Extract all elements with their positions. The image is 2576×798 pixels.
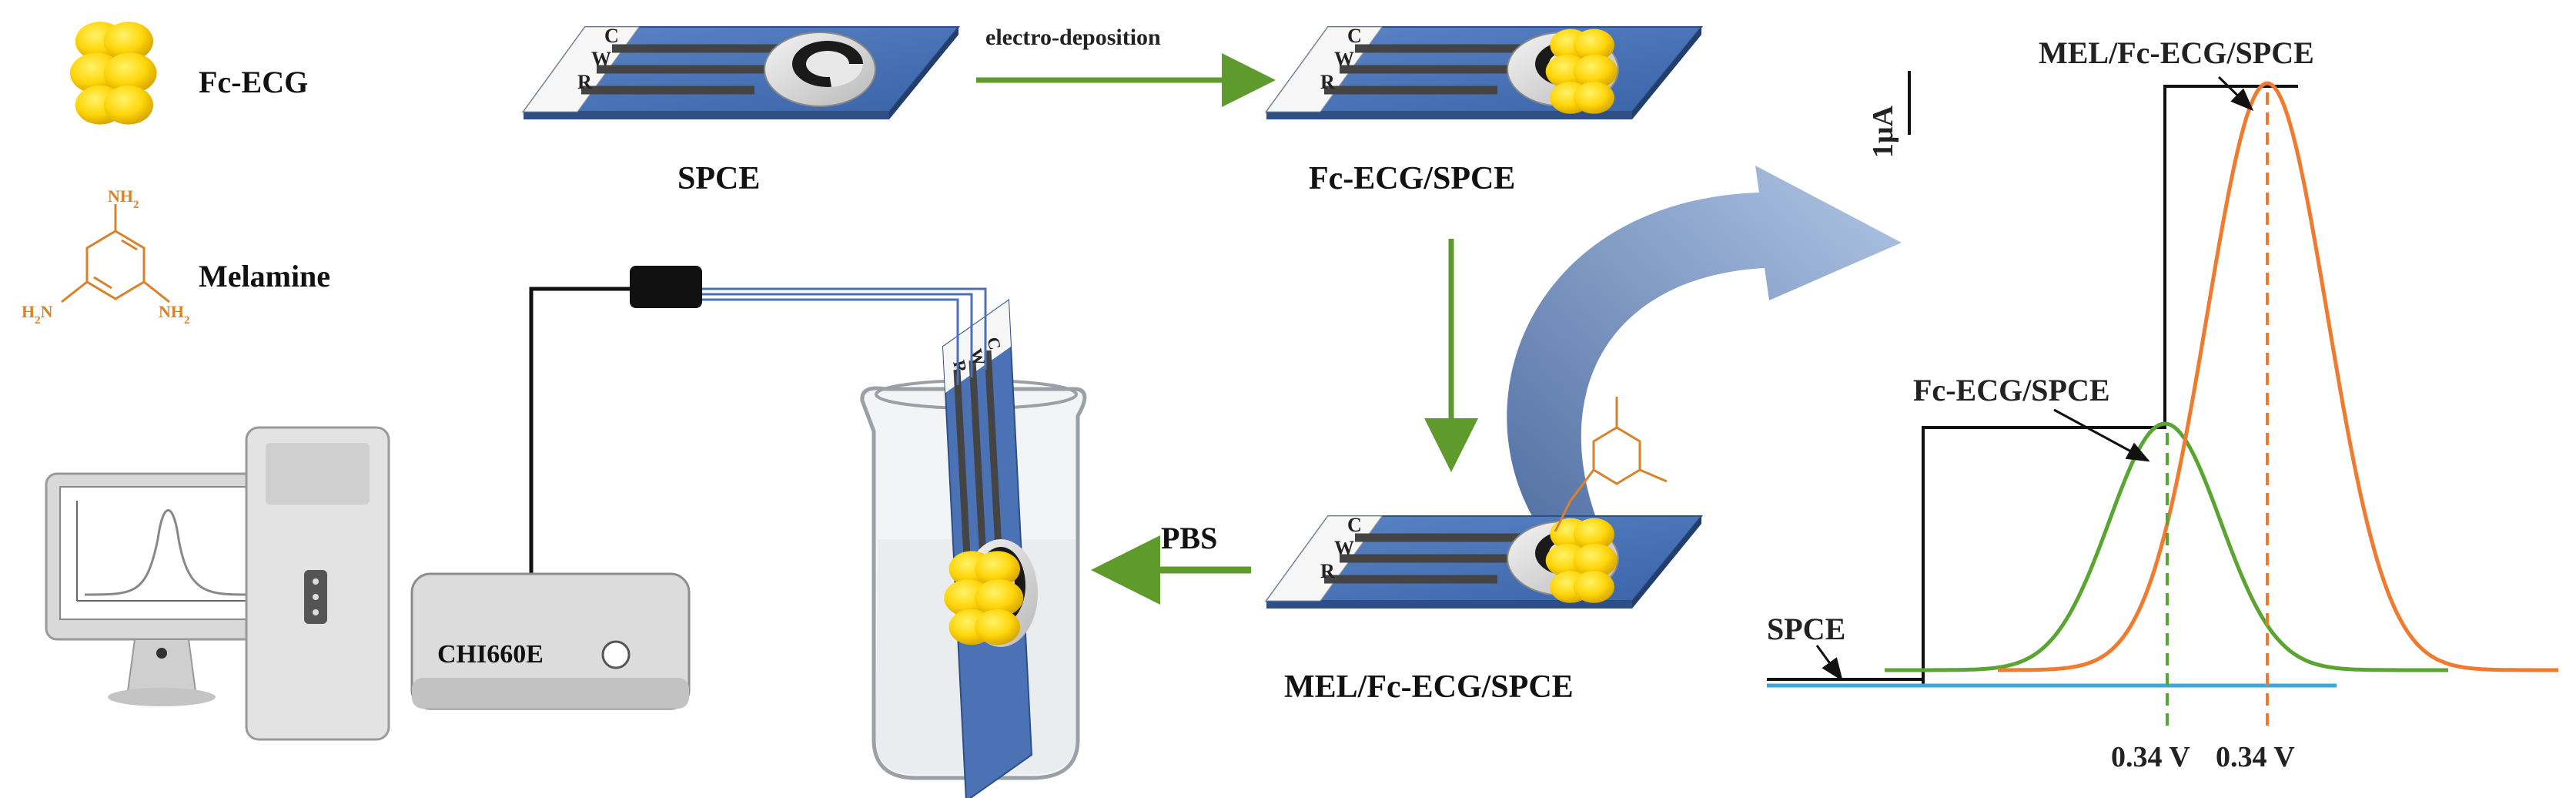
mel-label-pointer (2217, 75, 2254, 112)
power-button[interactable] (601, 640, 631, 669)
electrode-label-r: R (577, 71, 592, 93)
series-label-mel-fc-ecg-spce: MEL/Fc-ECG/SPCE (2039, 35, 2314, 70)
electrode-label-c: C (1347, 25, 1362, 47)
voltammogram-chart: 1μA MEL/Fc-ECG/SPCE Fc-ECG/SPCE SPCE 0.3… (1767, 35, 2558, 773)
electrode-label-r: R (1320, 71, 1335, 93)
electrode-label-r: R (949, 358, 972, 376)
scale-bar-label: 1μA (1867, 105, 1899, 158)
electrode-label-w: W (591, 48, 611, 70)
cable-connector (630, 266, 702, 308)
computer-monitor (45, 472, 279, 706)
computer-tower (245, 426, 390, 741)
bound-melamine-icon (1554, 397, 1668, 532)
electrode-cables (529, 287, 987, 574)
immersed-electrode: R W C (942, 299, 1038, 798)
spce-electrode: C W R (524, 25, 958, 119)
series-fc-ecg-spce-curve (1885, 421, 2448, 672)
monitor-peak-curve (84, 509, 251, 596)
spce-label: SPCE (677, 161, 760, 196)
electrode-label-r: R (1320, 560, 1335, 582)
fc-ecg-icon (69, 22, 157, 125)
series-mel-fc-ecg-spce-curve (1998, 81, 2558, 672)
spce-label-pointer (1815, 645, 1843, 682)
fc-ecg-deposit-icon (1545, 28, 1618, 114)
series-label-spce: SPCE (1767, 612, 1845, 646)
electrode-label-c: C (1347, 514, 1362, 536)
melamine-nh2-right: NH2 (159, 302, 190, 327)
melamine-legend-label: Melamine (199, 259, 330, 293)
electrode-label-w: W (1334, 537, 1354, 559)
electrode-label-c: C (604, 25, 619, 47)
potentiostat: CHI660E (410, 572, 691, 710)
series-label-fc-ecg-spce: Fc-ECG/SPCE (1913, 373, 2110, 407)
mel-fc-ecg-spce-electrode: C W R (1266, 514, 1701, 609)
fc-ecg-deposit-icon (944, 551, 1024, 645)
electro-deposition-label: electro-deposition (985, 25, 1161, 50)
step-outline (1922, 85, 2298, 686)
melamine-nh2-top: NH2 (108, 186, 139, 211)
melamine-h2n-left: H2N (22, 302, 53, 327)
electrode-label-c: C (983, 335, 1005, 352)
potentiostat-label: CHI660E (437, 640, 544, 669)
electrode-label-w: W (1334, 48, 1354, 70)
fc-ecg-legend-label: Fc-ECG (199, 65, 308, 99)
melamine-structure-icon (61, 204, 170, 303)
fc-label-pointer (2053, 408, 2150, 462)
peak-potential-label-1: 0.34 V (2111, 741, 2190, 773)
mel-fc-ecg-spce-label: MEL/Fc-ECG/SPCE (1284, 669, 1574, 705)
peak-potential-label-2: 0.34 V (2216, 741, 2295, 773)
apple-logo-icon (156, 648, 167, 659)
pbs-label: PBS (1161, 521, 1217, 555)
curved-transition-arrow (1507, 166, 1902, 531)
fc-ecg-spce-electrode: C W R (1266, 25, 1701, 119)
fc-ecg-spce-label: Fc-ECG/SPCE (1309, 161, 1515, 196)
